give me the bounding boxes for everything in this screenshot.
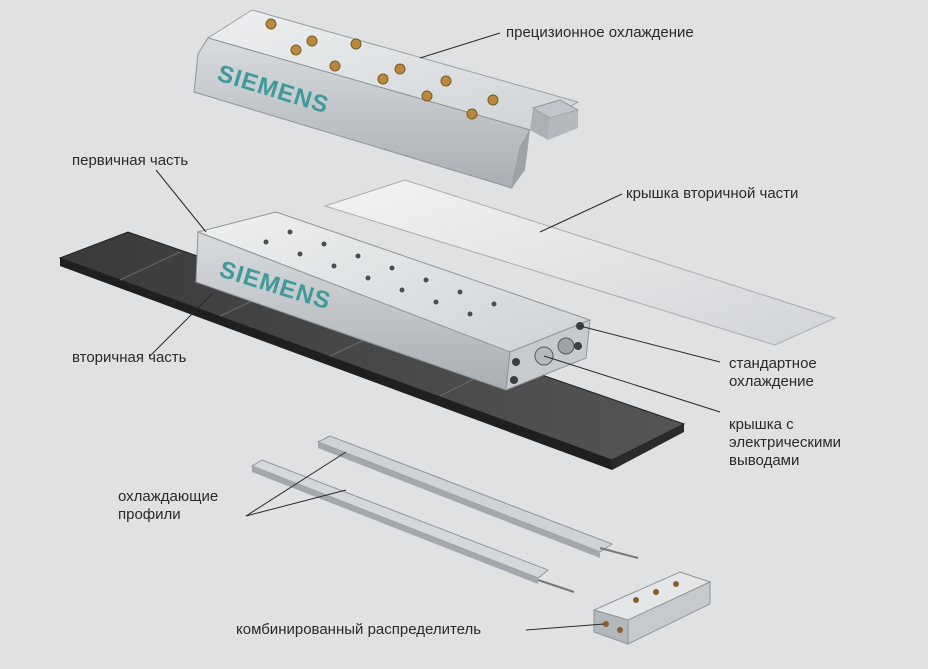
label-primary-part: первичная часть <box>72 152 189 169</box>
label-terminal-cover-line3: выводами <box>729 452 800 469</box>
primary-part-body: SIEMENS <box>195 211 592 391</box>
label-cooling-profiles-line2: профили <box>118 506 181 523</box>
precision-cooling-part: SIEMENS <box>193 9 580 189</box>
label-terminal-cover-line1: крышка с <box>729 416 794 433</box>
label-terminal-cover-line2: электрическими <box>729 434 842 451</box>
label-secondary-part: вторичная часть <box>72 349 187 366</box>
label-precision-cooling: прецизионное охлаждение <box>506 24 694 41</box>
secondary-cover-sheet <box>323 179 837 346</box>
label-standard-cooling-line2: охлаждение <box>729 373 814 390</box>
cooling-profiles <box>250 435 639 593</box>
label-cooling-profiles-line1: охлаждающие <box>118 488 219 505</box>
combined-distributor <box>592 571 712 645</box>
label-combined-distributor: комбинированный распределитель <box>236 621 482 638</box>
label-standard-cooling-line1: стандартное <box>729 355 817 372</box>
leader-lines <box>149 32 721 631</box>
label-secondary-cover: крышка вторичной части <box>626 185 799 202</box>
